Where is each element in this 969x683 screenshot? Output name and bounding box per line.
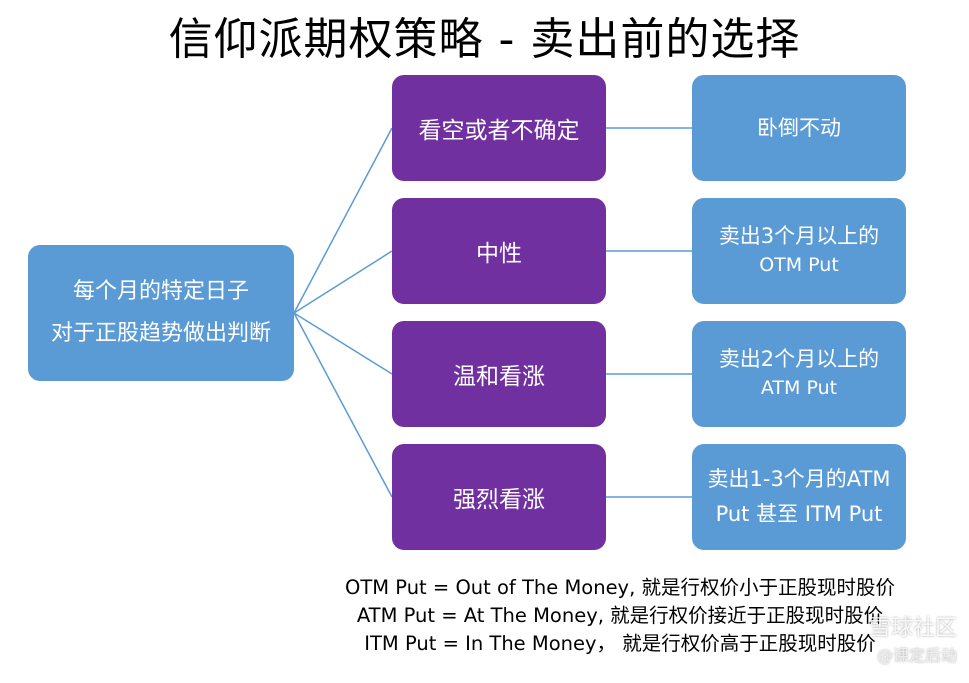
action-line-1: 卖出1-3个月的ATM	[707, 467, 891, 491]
connector-root-to-view-1	[293, 127, 393, 314]
definition-notes: OTM Put = Out of The Money, 就是行权价小于正股现时股…	[300, 574, 940, 658]
root-node: 每个月的特定日子 对于正股趋势做出判断	[28, 245, 294, 381]
action-line-1: 卖出3个月以上的	[718, 224, 880, 248]
note-itm: ITM Put = In The Money， 就是行权价高于正股现时股价	[364, 632, 876, 655]
action-line-2: OTM Put	[759, 254, 839, 276]
root-line-1: 每个月的特定日子	[72, 279, 249, 304]
action-node-hold: 卧倒不动	[692, 75, 906, 181]
connector-root-to-view-4	[293, 312, 393, 498]
connector-root-to-view-3	[293, 312, 393, 375]
watermark-line-2: @课定后动	[876, 646, 957, 665]
view-label: 看空或者不确定	[418, 118, 580, 144]
action-line-2: ATM Put	[760, 377, 838, 399]
action-line-1: 卧倒不动	[757, 115, 841, 140]
note-otm: OTM Put = Out of The Money, 就是行权价小于正股现时股…	[345, 576, 895, 599]
view-label: 中性	[476, 241, 522, 267]
watermark-line-1: 雪球社区	[868, 616, 957, 641]
view-node-neutral: 中性	[392, 198, 606, 304]
connector-root-to-view-2	[293, 250, 393, 314]
action-node-atm-put: 卖出2个月以上的 ATM Put	[692, 321, 906, 427]
diagram-title: 信仰派期权策略 - 卖出前的选择	[168, 14, 801, 65]
view-label: 温和看涨	[453, 364, 545, 390]
view-label: 强烈看涨	[453, 487, 545, 513]
action-node-otm-put: 卖出3个月以上的 OTM Put	[692, 198, 906, 304]
action-line-2: Put 甚至 ITM Put	[715, 502, 883, 526]
view-node-strong-bullish: 强烈看涨	[392, 444, 606, 550]
action-line-1: 卖出2个月以上的	[718, 347, 880, 371]
note-atm: ATM Put = At The Money, 就是行权价接近于正股现时股价	[356, 604, 884, 627]
view-node-mild-bullish: 温和看涨	[392, 321, 606, 427]
view-node-bearish: 看空或者不确定	[392, 75, 606, 181]
root-line-2: 对于正股趋势做出判断	[50, 321, 271, 346]
action-node-atm-itm-put: 卖出1-3个月的ATM Put 甚至 ITM Put	[692, 444, 906, 550]
watermark: 雪球社区 @课定后动	[869, 610, 957, 666]
